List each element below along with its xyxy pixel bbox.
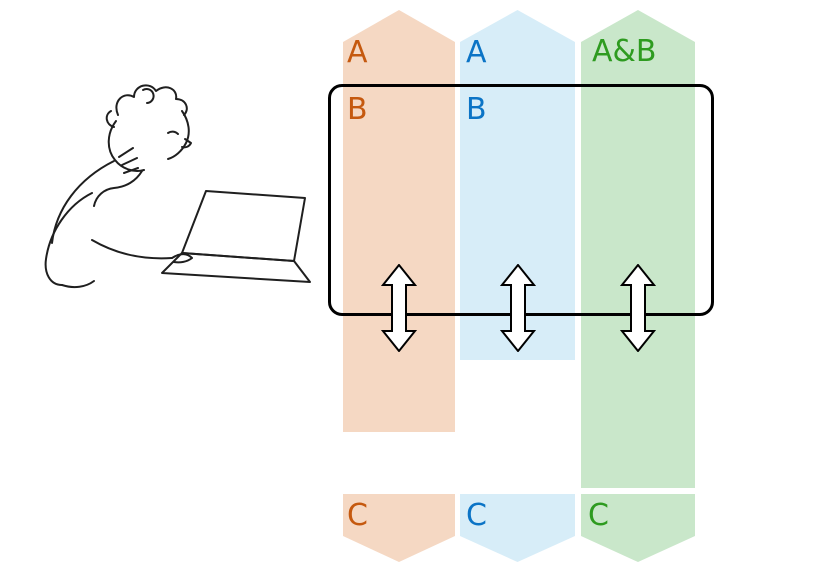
laptop-base-doodle <box>161 252 311 283</box>
column-a-box-label: B <box>347 92 368 127</box>
column-ab-bottom-label: C <box>588 498 609 533</box>
column-a-top-label: A <box>347 35 368 70</box>
hand-on-head-doodle <box>118 147 139 174</box>
hair-doodle <box>115 84 188 116</box>
double-arrow-icon <box>381 264 417 352</box>
column-ab-band <box>581 10 695 488</box>
column-a-bottom-label: C <box>347 498 368 533</box>
column-a-band <box>343 10 455 432</box>
column-b-top-label: A <box>466 35 487 70</box>
double-arrow-icon <box>620 264 656 352</box>
column-b-bottom-label: C <box>466 498 487 533</box>
head-doodle <box>107 120 145 172</box>
body-doodle <box>44 192 93 286</box>
double-arrow-icon <box>500 264 536 352</box>
arm-doodle <box>91 239 173 260</box>
thinking-person-illustration <box>44 84 311 289</box>
column-ab-top-label: A&B <box>592 34 657 69</box>
column-b-box-label: B <box>466 92 487 127</box>
laptop-screen-doodle <box>181 190 306 262</box>
